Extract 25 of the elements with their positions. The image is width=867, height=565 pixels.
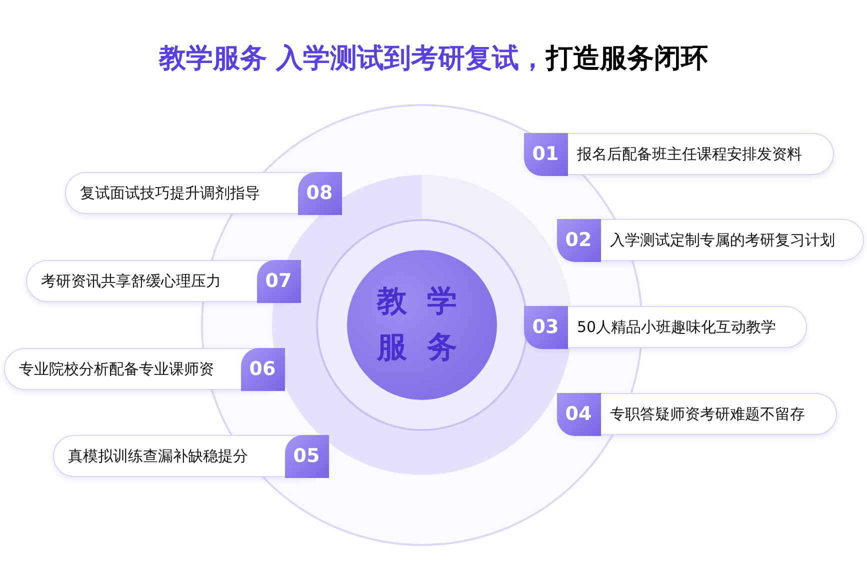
number-badge: 01	[524, 132, 568, 176]
item-pill	[53, 435, 328, 477]
item-pill	[557, 219, 864, 261]
item-text: 50人精品小班趣味化互动教学	[577, 317, 776, 338]
number-badge: 07	[256, 260, 300, 302]
item-pill	[524, 133, 834, 175]
item-text: 真模拟训练查漏补缺稳提分	[68, 446, 248, 467]
item-text: 考研资讯共享舒缓心理压力	[41, 271, 221, 292]
item-pill	[26, 260, 300, 302]
item-pill	[4, 348, 284, 390]
item-text: 入学测试定制专属的考研复习计划	[610, 230, 835, 251]
item-pill	[524, 306, 807, 348]
item-text: 报名后配备班主任课程安排发资料	[577, 144, 802, 165]
title: 教学服务 入学测试到考研复试，打造服务闭环	[158, 42, 710, 76]
item-text: 专职答疑师资考研难题不留存	[610, 404, 805, 425]
number-badge: 05	[284, 434, 328, 478]
number-badge: 08	[298, 172, 342, 214]
item-text: 复试面试技巧提升调剂指导	[80, 183, 260, 204]
number-badge: 02	[556, 218, 600, 262]
item-pill	[65, 172, 341, 214]
number-badge: 03	[524, 306, 568, 348]
item-text: 专业院校分析配备专业课师资	[19, 359, 214, 380]
number-badge: 04	[556, 392, 600, 436]
number-badge: 06	[240, 348, 284, 390]
item-pill	[557, 393, 837, 435]
